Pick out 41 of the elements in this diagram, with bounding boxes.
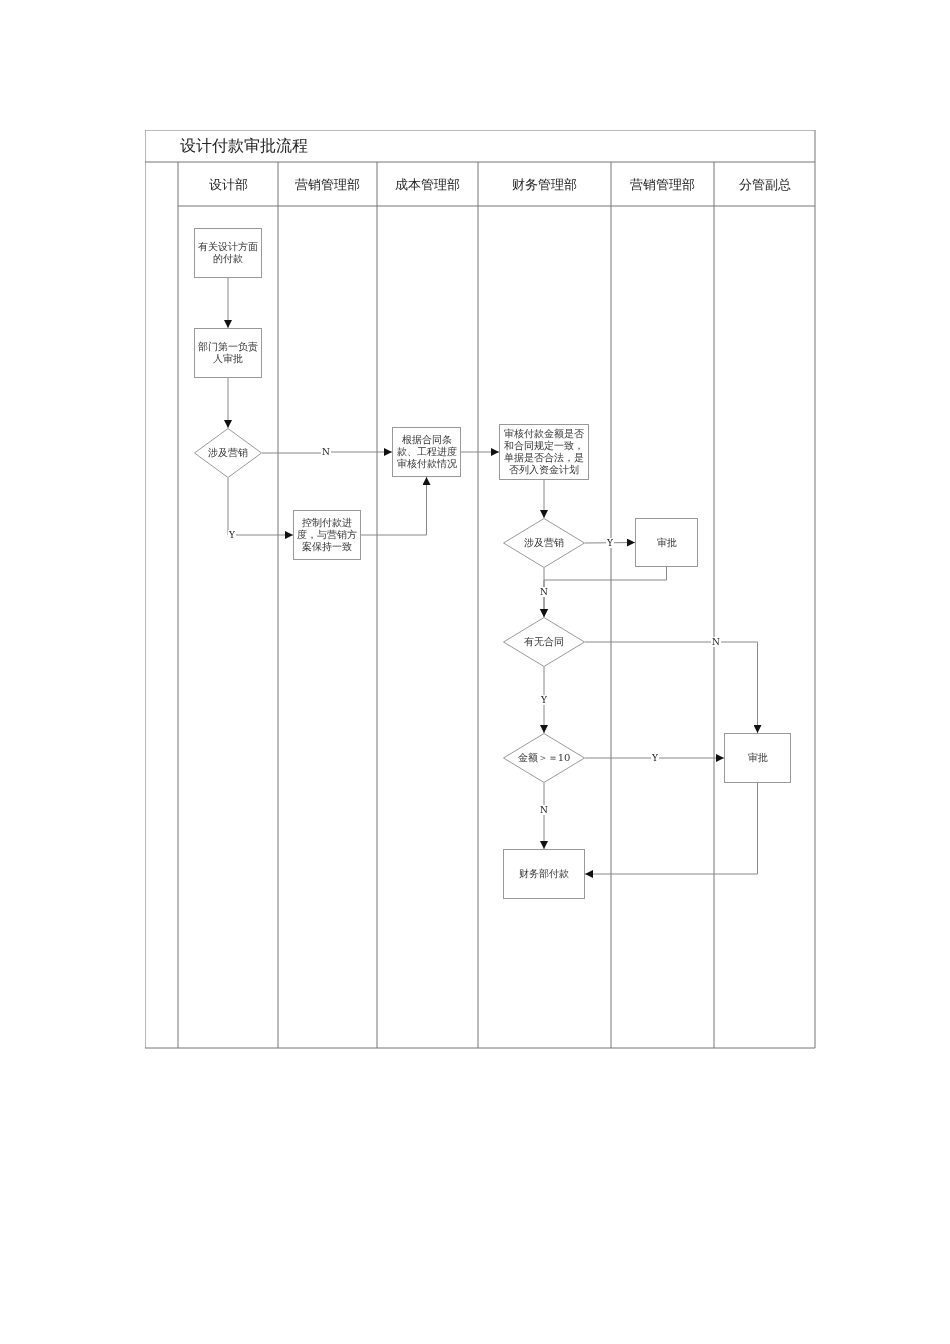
arrow <box>224 277 232 329</box>
lane-header: 成本管理部 <box>395 176 460 194</box>
arrow <box>540 782 548 850</box>
edge-label: N <box>539 805 549 815</box>
decision-diamond: 涉及营销 <box>194 428 262 478</box>
arrow <box>584 782 758 878</box>
edge-label: N <box>321 447 331 457</box>
process-box: 财务部付款 <box>503 849 585 899</box>
edge-label: N <box>539 587 549 597</box>
lane-header: 营销管理部 <box>295 176 360 194</box>
arrow <box>584 538 636 547</box>
title: 设计付款审批流程 <box>180 136 308 157</box>
arrow <box>584 754 725 762</box>
decision-diamond: 涉及营销 <box>503 518 585 568</box>
edge-label: Y <box>606 538 614 548</box>
lane-header: 设计部 <box>208 176 248 194</box>
edge-label: Y <box>651 753 659 763</box>
arrow <box>224 377 232 429</box>
arrow <box>540 566 667 618</box>
lane-header: 财务管理部 <box>512 176 577 194</box>
arrow <box>540 479 548 519</box>
lane-header: 分管副总 <box>738 176 791 194</box>
process-box: 审批 <box>724 733 791 783</box>
arrow <box>540 666 548 734</box>
edge-label: N <box>711 637 721 647</box>
process-box: 审核付款金额是否和合同规定一致，单据是否合法，是否列入资金计划 <box>499 424 589 480</box>
process-box: 审批 <box>635 518 698 567</box>
process-box: 根据合同条款、工程进度审核付款情况 <box>392 427 461 477</box>
process-box: 部门第一负责人审批 <box>194 328 262 378</box>
decision-diamond: 金额＞＝10 <box>503 733 585 783</box>
decision-diamond: 有无合同 <box>503 617 585 667</box>
arrow <box>360 476 431 536</box>
lane-header: 营销管理部 <box>630 176 695 194</box>
edge-label: Y <box>540 695 548 705</box>
process-box: 控制付款进度，与营销方案保持一致 <box>293 510 361 560</box>
arrow <box>460 448 500 456</box>
arrow <box>227 477 294 539</box>
arrow <box>261 448 393 456</box>
arrow <box>584 641 762 734</box>
edge-label: Y <box>228 530 236 540</box>
process-box: 有关设计方面的付款 <box>194 228 262 278</box>
